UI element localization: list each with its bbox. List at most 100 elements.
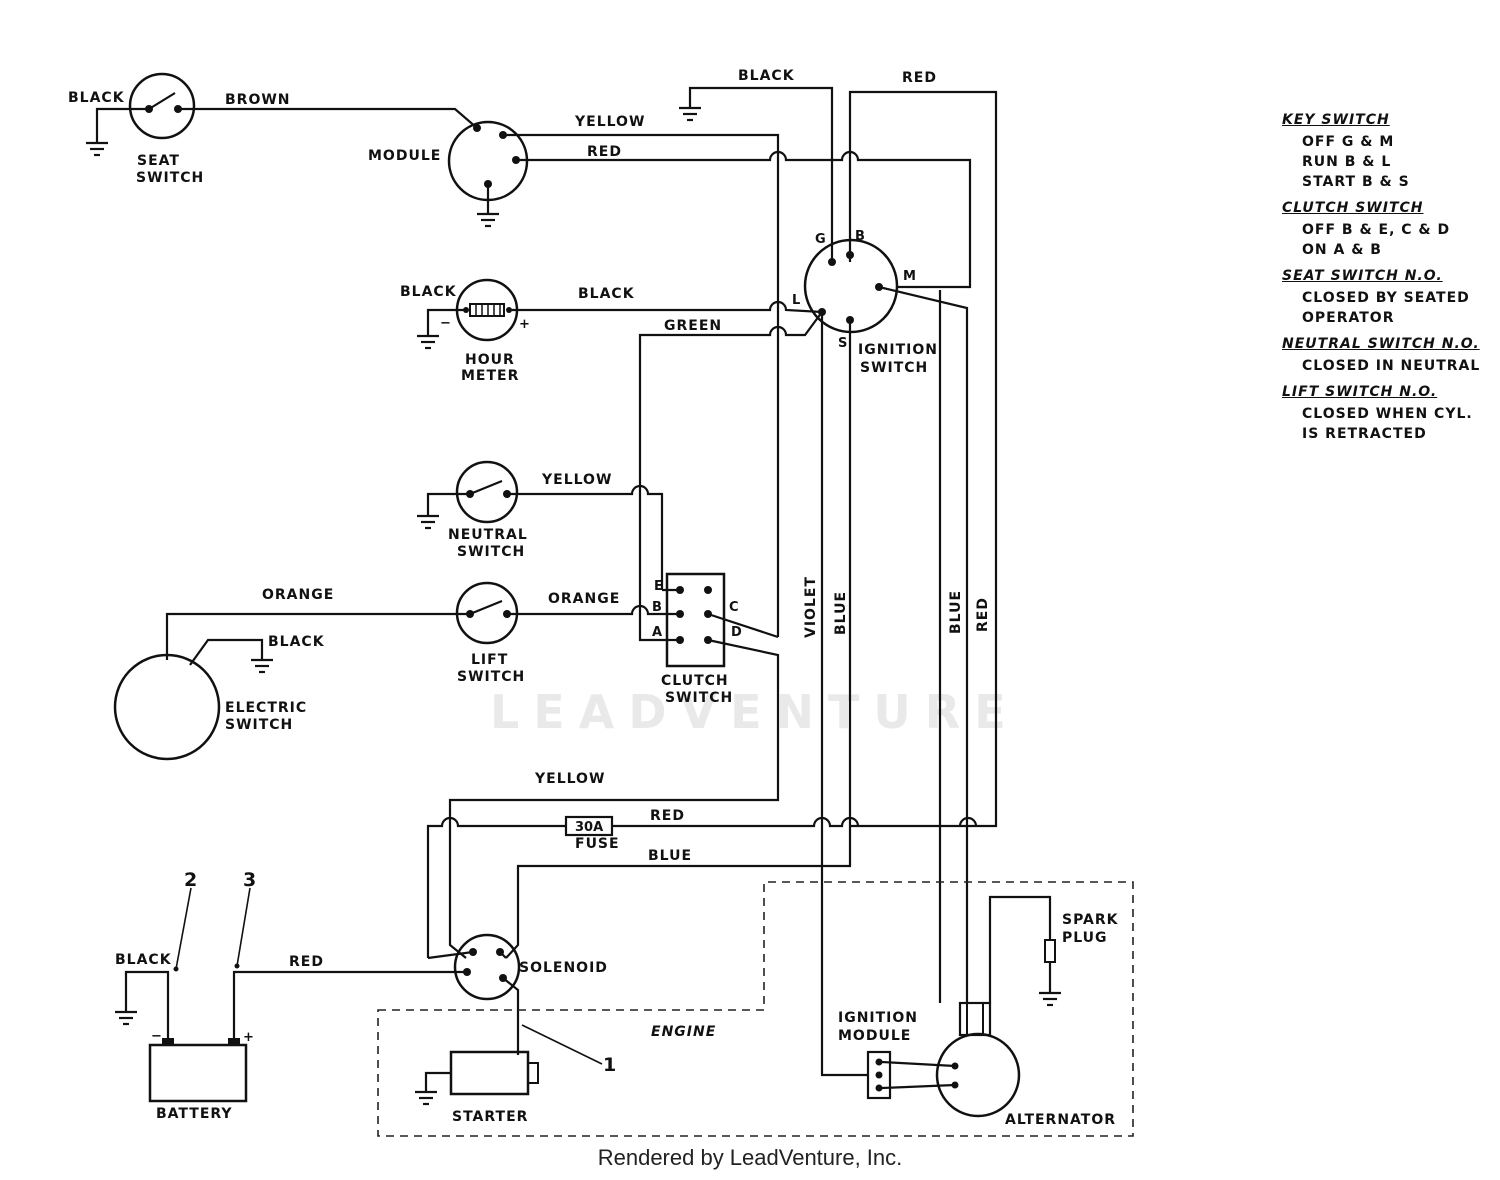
wire-label: YELLOW xyxy=(574,114,645,130)
ignition-module-label: IGNITION xyxy=(838,1010,918,1026)
seat-black-wire xyxy=(95,107,149,143)
wire-label: BLUE xyxy=(833,591,849,635)
legend-line: RUN B & L xyxy=(1302,154,1392,170)
wire-label: BROWN xyxy=(225,92,291,108)
fuse-rating: 30A xyxy=(575,820,603,835)
render-credit: Rendered by LeadVenture, Inc. xyxy=(597,1145,903,1170)
hour-meter-label: HOUR xyxy=(465,352,515,368)
ground-icon xyxy=(415,514,441,530)
svg-text:METER: METER xyxy=(461,368,519,384)
pin-label: L xyxy=(792,293,800,308)
wire-label: BLACK xyxy=(68,90,125,106)
svg-text:SWITCH: SWITCH xyxy=(136,170,204,186)
module-red-wire xyxy=(516,150,972,289)
pin-label: − xyxy=(151,1029,162,1044)
lift-switch-label: LIFT xyxy=(471,652,508,668)
legend-line: OFF B & E, C & D xyxy=(1302,222,1451,238)
wire-label: RED xyxy=(289,954,324,970)
legend-heading: NEUTRAL SWITCH N.O. xyxy=(1282,336,1480,352)
wire-label: GREEN xyxy=(664,318,722,334)
wire-label: BLUE xyxy=(648,848,692,864)
legend-line: OPERATOR xyxy=(1302,310,1395,326)
neutral-switch-label: NEUTRAL xyxy=(448,527,528,543)
green-wire xyxy=(638,311,823,588)
seat-switch-label: SEAT xyxy=(137,153,180,169)
wire-label: BLUE xyxy=(948,590,964,634)
seat-switch xyxy=(128,72,196,140)
switch-legend: KEY SWITCH OFF G & M RUN B & L START B &… xyxy=(1282,104,1492,444)
ground-icon xyxy=(113,1010,139,1026)
legend-line: CLOSED IN NEUTRAL xyxy=(1302,358,1481,374)
battery xyxy=(148,1038,248,1103)
ignition-module xyxy=(866,1050,892,1100)
pin-label: B xyxy=(855,229,865,244)
wire-label: BLACK xyxy=(268,634,325,650)
wire-label: RED xyxy=(587,144,622,160)
electric-black-wire xyxy=(189,638,264,666)
spark-plug xyxy=(1044,939,1056,993)
ground-icon xyxy=(413,1090,439,1106)
ignition-m-wire xyxy=(878,285,969,1003)
ignition-switch-label: IGNITION xyxy=(858,342,938,358)
wire-label: YELLOW xyxy=(534,771,605,787)
wire-label: BLACK xyxy=(578,286,635,302)
watermark: LEADVENTURE xyxy=(490,685,1020,739)
wire-label: YELLOW xyxy=(541,472,612,488)
callout-number: 3 xyxy=(243,869,256,891)
hour-ground-wire xyxy=(426,308,466,336)
wire-label: RED xyxy=(975,597,991,632)
pin-label: G xyxy=(815,232,826,247)
lift-orange-left-wire xyxy=(165,612,470,660)
legend-heading: LIFT SWITCH N.O. xyxy=(1282,384,1438,400)
top-black-wire xyxy=(688,86,834,262)
starter-label: STARTER xyxy=(452,1109,528,1125)
solenoid xyxy=(453,933,521,1001)
battery-label: BATTERY xyxy=(156,1106,233,1122)
pin-label: B xyxy=(652,600,662,615)
brown-wire xyxy=(178,107,478,129)
solenoid-label: SOLENOID xyxy=(519,960,608,976)
neutral-yellow-wire xyxy=(507,484,664,590)
wire-label: BLACK xyxy=(115,952,172,968)
electric-switch-label: ELECTRIC xyxy=(225,700,307,716)
ground-icon xyxy=(677,106,703,122)
legend-line: START B & S xyxy=(1302,174,1410,190)
ground-icon xyxy=(475,212,501,228)
clutch-switch-label: CLUTCH xyxy=(661,673,729,689)
svg-text:SWITCH: SWITCH xyxy=(457,669,525,685)
fuse xyxy=(564,815,614,837)
pin-label: C xyxy=(729,600,739,615)
callout-number: 1 xyxy=(603,1054,616,1076)
spark-plug-wire xyxy=(988,895,1052,1003)
ground-icon xyxy=(84,141,110,157)
wire-label: BLACK xyxy=(400,284,457,300)
ground-icon xyxy=(249,658,275,674)
pin-label: S xyxy=(838,336,847,351)
callout-number: 2 xyxy=(184,869,197,891)
svg-text:SWITCH: SWITCH xyxy=(457,544,525,560)
bottom-red-wire xyxy=(426,816,566,958)
starter xyxy=(449,1050,539,1096)
legend-line: IS RETRACTED xyxy=(1302,426,1427,442)
legend-line: CLOSED WHEN CYL. xyxy=(1302,406,1473,422)
legend-line: OFF G & M xyxy=(1302,134,1395,150)
clutch-d-wire xyxy=(448,638,780,959)
battery-red-wire xyxy=(232,970,467,1038)
pin-label: D xyxy=(731,625,742,640)
wire-label: RED xyxy=(902,70,937,86)
engine-boundary xyxy=(377,881,1134,1137)
wire-label: VIOLET xyxy=(803,576,819,638)
electric-switch xyxy=(113,653,221,761)
starter-cable xyxy=(502,977,520,1055)
engine-label: ENGINE xyxy=(651,1024,716,1040)
alternator xyxy=(935,1001,1021,1118)
ignition-switch xyxy=(803,238,899,334)
pin-label: − xyxy=(440,316,451,331)
clutch-switch xyxy=(665,572,726,668)
pin-label: + xyxy=(519,317,530,332)
wire-label: ORANGE xyxy=(548,591,620,607)
pin-label: + xyxy=(243,1030,254,1045)
ground-icon xyxy=(415,334,441,350)
battery-black-wire xyxy=(124,970,170,1038)
